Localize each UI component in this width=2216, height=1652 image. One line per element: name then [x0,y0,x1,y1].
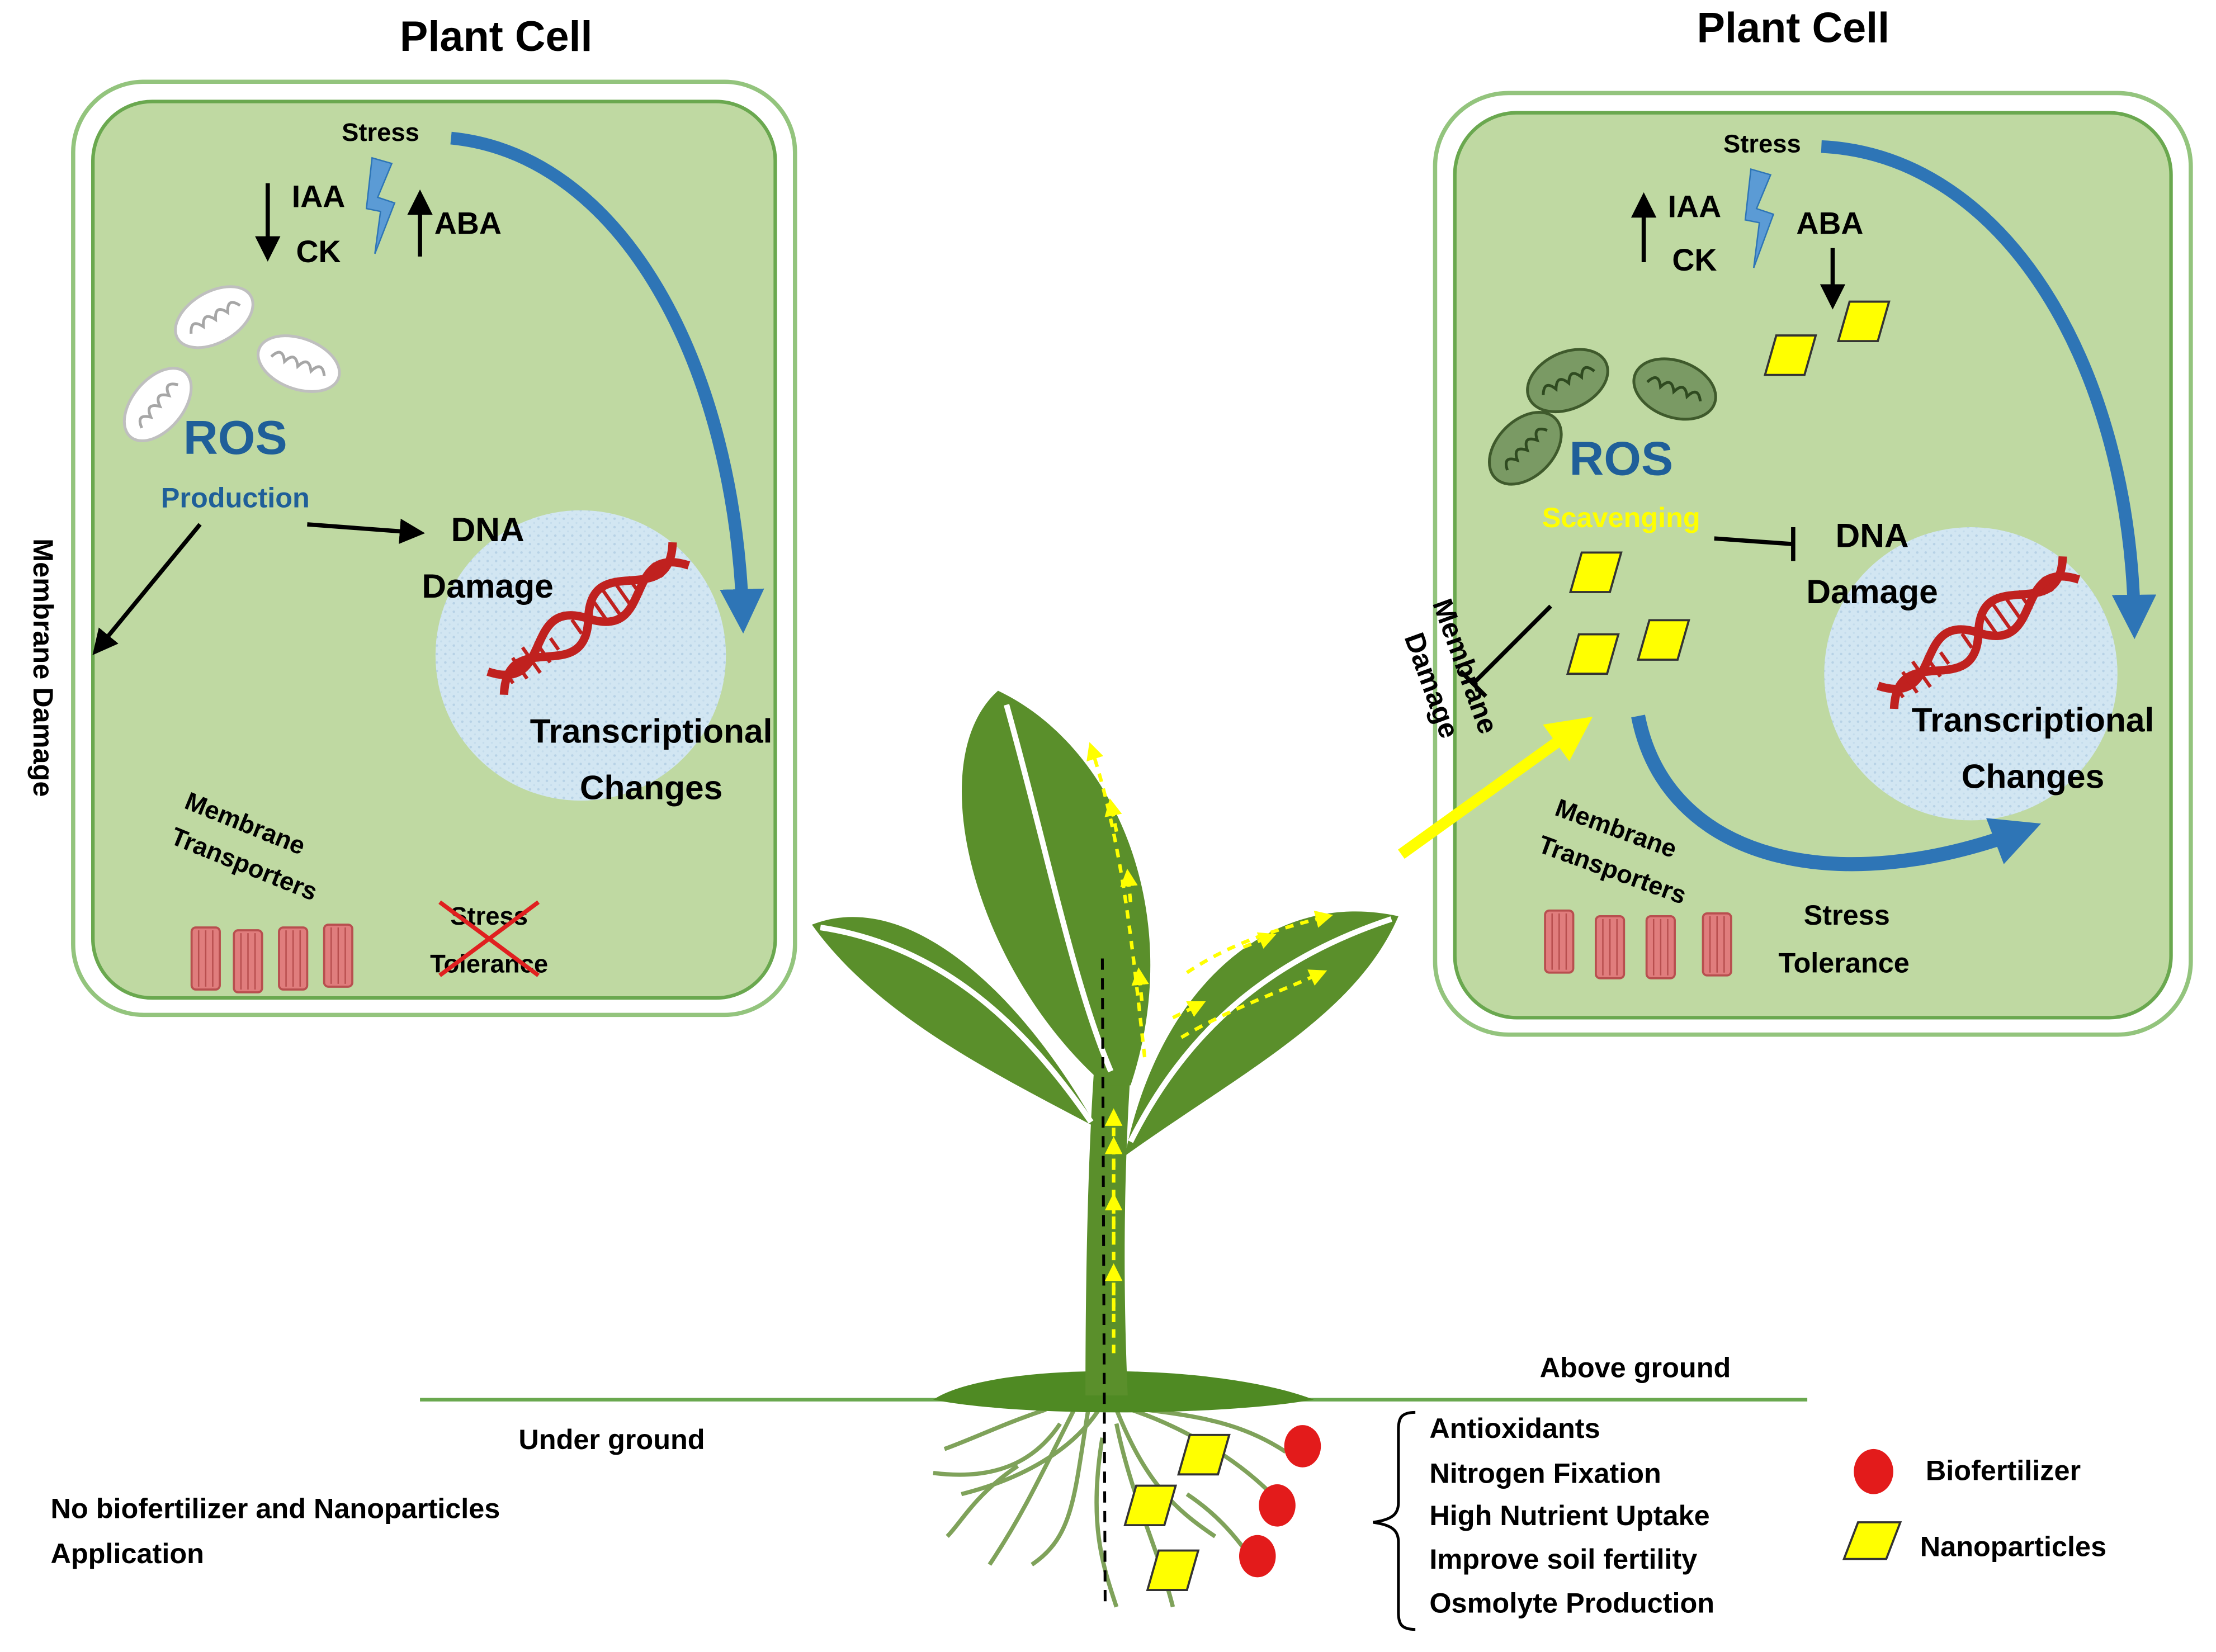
nanoparticle-icon [1123,1484,1177,1526]
nanoparticles-legend-label: Nanoparticles [1920,1531,2106,1563]
roots [933,1403,1287,1608]
biofertilizer-legend-icon [1854,1449,1893,1494]
benefits-bracket [1373,1410,1416,1631]
benefit-item: Nitrogen Fixation [1429,1457,1661,1489]
upper-leaf-transport-arrows [1086,742,1149,1058]
right-iaa-label: IAA [1668,189,1722,224]
left-damage-label: Damage [422,567,553,605]
right-dna-label: DNA [1836,516,1909,554]
nanoparticle-icon [1146,1549,1199,1591]
left-ros-label: ROS [183,411,287,465]
biofertilizer-dot [1239,1535,1276,1578]
biofertilizer-dot [1284,1425,1321,1468]
cross-icon [438,900,540,977]
right-cell-title: Plant Cell [1697,5,1890,52]
benefit-item: Antioxidants [1429,1412,1600,1444]
biofertilizer-legend-label: Biofertilizer [1926,1454,2081,1486]
biofertilizer-dot [1259,1484,1296,1527]
left-dna-label: DNA [451,510,525,548]
right-transporter-icon [1645,915,1676,979]
left-changes-label: Changes [580,769,723,807]
nanoparticles-legend-icon [1842,1521,1902,1560]
right-transporter-icon [1544,909,1575,974]
left-transcriptional-label: Transcriptional [530,712,773,750]
benefit-item: Osmolyte Production [1429,1587,1714,1618]
right-lightning-icon [1744,168,1775,268]
right-ck-label: CK [1672,243,1717,277]
left-stress-label: Stress [342,118,419,146]
right-leaf-transport-arrows [1172,910,1334,1039]
right-inhibit-dna [1714,527,1796,561]
left-cell: Plant Cell Stress IAA CK ABA ROS Product… [27,13,797,1017]
right-stress-tolerance-label-2: Tolerance [1778,947,1909,979]
right-ros-scavenging-label: Scavenging [1542,501,1700,533]
left-ck-label: CK [296,234,341,269]
right-ros-label: ROS [1569,432,1673,486]
right-stress-label: Stress [1723,129,1801,158]
left-stress-tolerance-label-2: Tolerance [430,950,548,978]
left-leaf [812,917,1097,1128]
left-iaa-label: IAA [292,179,346,214]
left-arrow-to-membrane [92,523,202,655]
right-transcriptional-label: Transcriptional [1912,701,2154,739]
plant-divider-line [1100,958,1107,1610]
plant [420,690,1808,1610]
benefits-list: Antioxidants Nitrogen Fixation High Nutr… [1429,1412,1714,1619]
right-tolerance-curve-arrow [1631,714,2042,872]
left-membrane-damage-label: Membrane Damage [27,538,59,797]
left-transporter-icon [190,926,221,991]
left-transporter-icon [323,924,353,988]
left-ros-production-label: Production [161,482,310,514]
legend: Biofertilizer Nanoparticles [1842,1449,2106,1563]
plant-to-cell-arrow [1398,716,1593,859]
left-lightning-icon [365,157,396,254]
benefit-item: Improve soil fertility [1429,1543,1697,1575]
left-transporter-icon [233,929,263,993]
left-cell-title: Plant Cell [400,13,593,60]
left-stress-tolerance-label-1: Stress [450,902,528,930]
right-stress-tolerance-label-1: Stress [1804,899,1890,931]
right-cell: Plant Cell Stress IAA CK ABA ROS Scaveng… [1398,5,2193,1037]
left-arrow-to-dna [307,518,426,544]
under-ground-label: Under ground [518,1423,705,1455]
nanoparticle-icon [1177,1433,1231,1476]
right-stress-curve-arrow [1821,140,2157,640]
right-inhibit-membrane [1459,604,1552,698]
right-aba-label: ABA [1796,206,1863,241]
left-transporter-icon [278,926,309,991]
left-aba-label: ABA [434,206,502,241]
right-changes-label: Changes [1962,757,2105,795]
left-stress-curve-arrow [450,131,764,634]
right-transporter-icon [1594,915,1626,979]
right-damage-label: Damage [1806,572,1938,610]
right-transporter-icon [1702,912,1732,977]
no-application-label-2: Application [51,1537,204,1569]
right-leaf [1124,911,1398,1156]
above-ground-label: Above ground [1540,1351,1731,1383]
benefit-item: High Nutrient Uptake [1429,1499,1709,1531]
no-application-label-1: No biofertilizer and Nanoparticles [51,1492,500,1524]
